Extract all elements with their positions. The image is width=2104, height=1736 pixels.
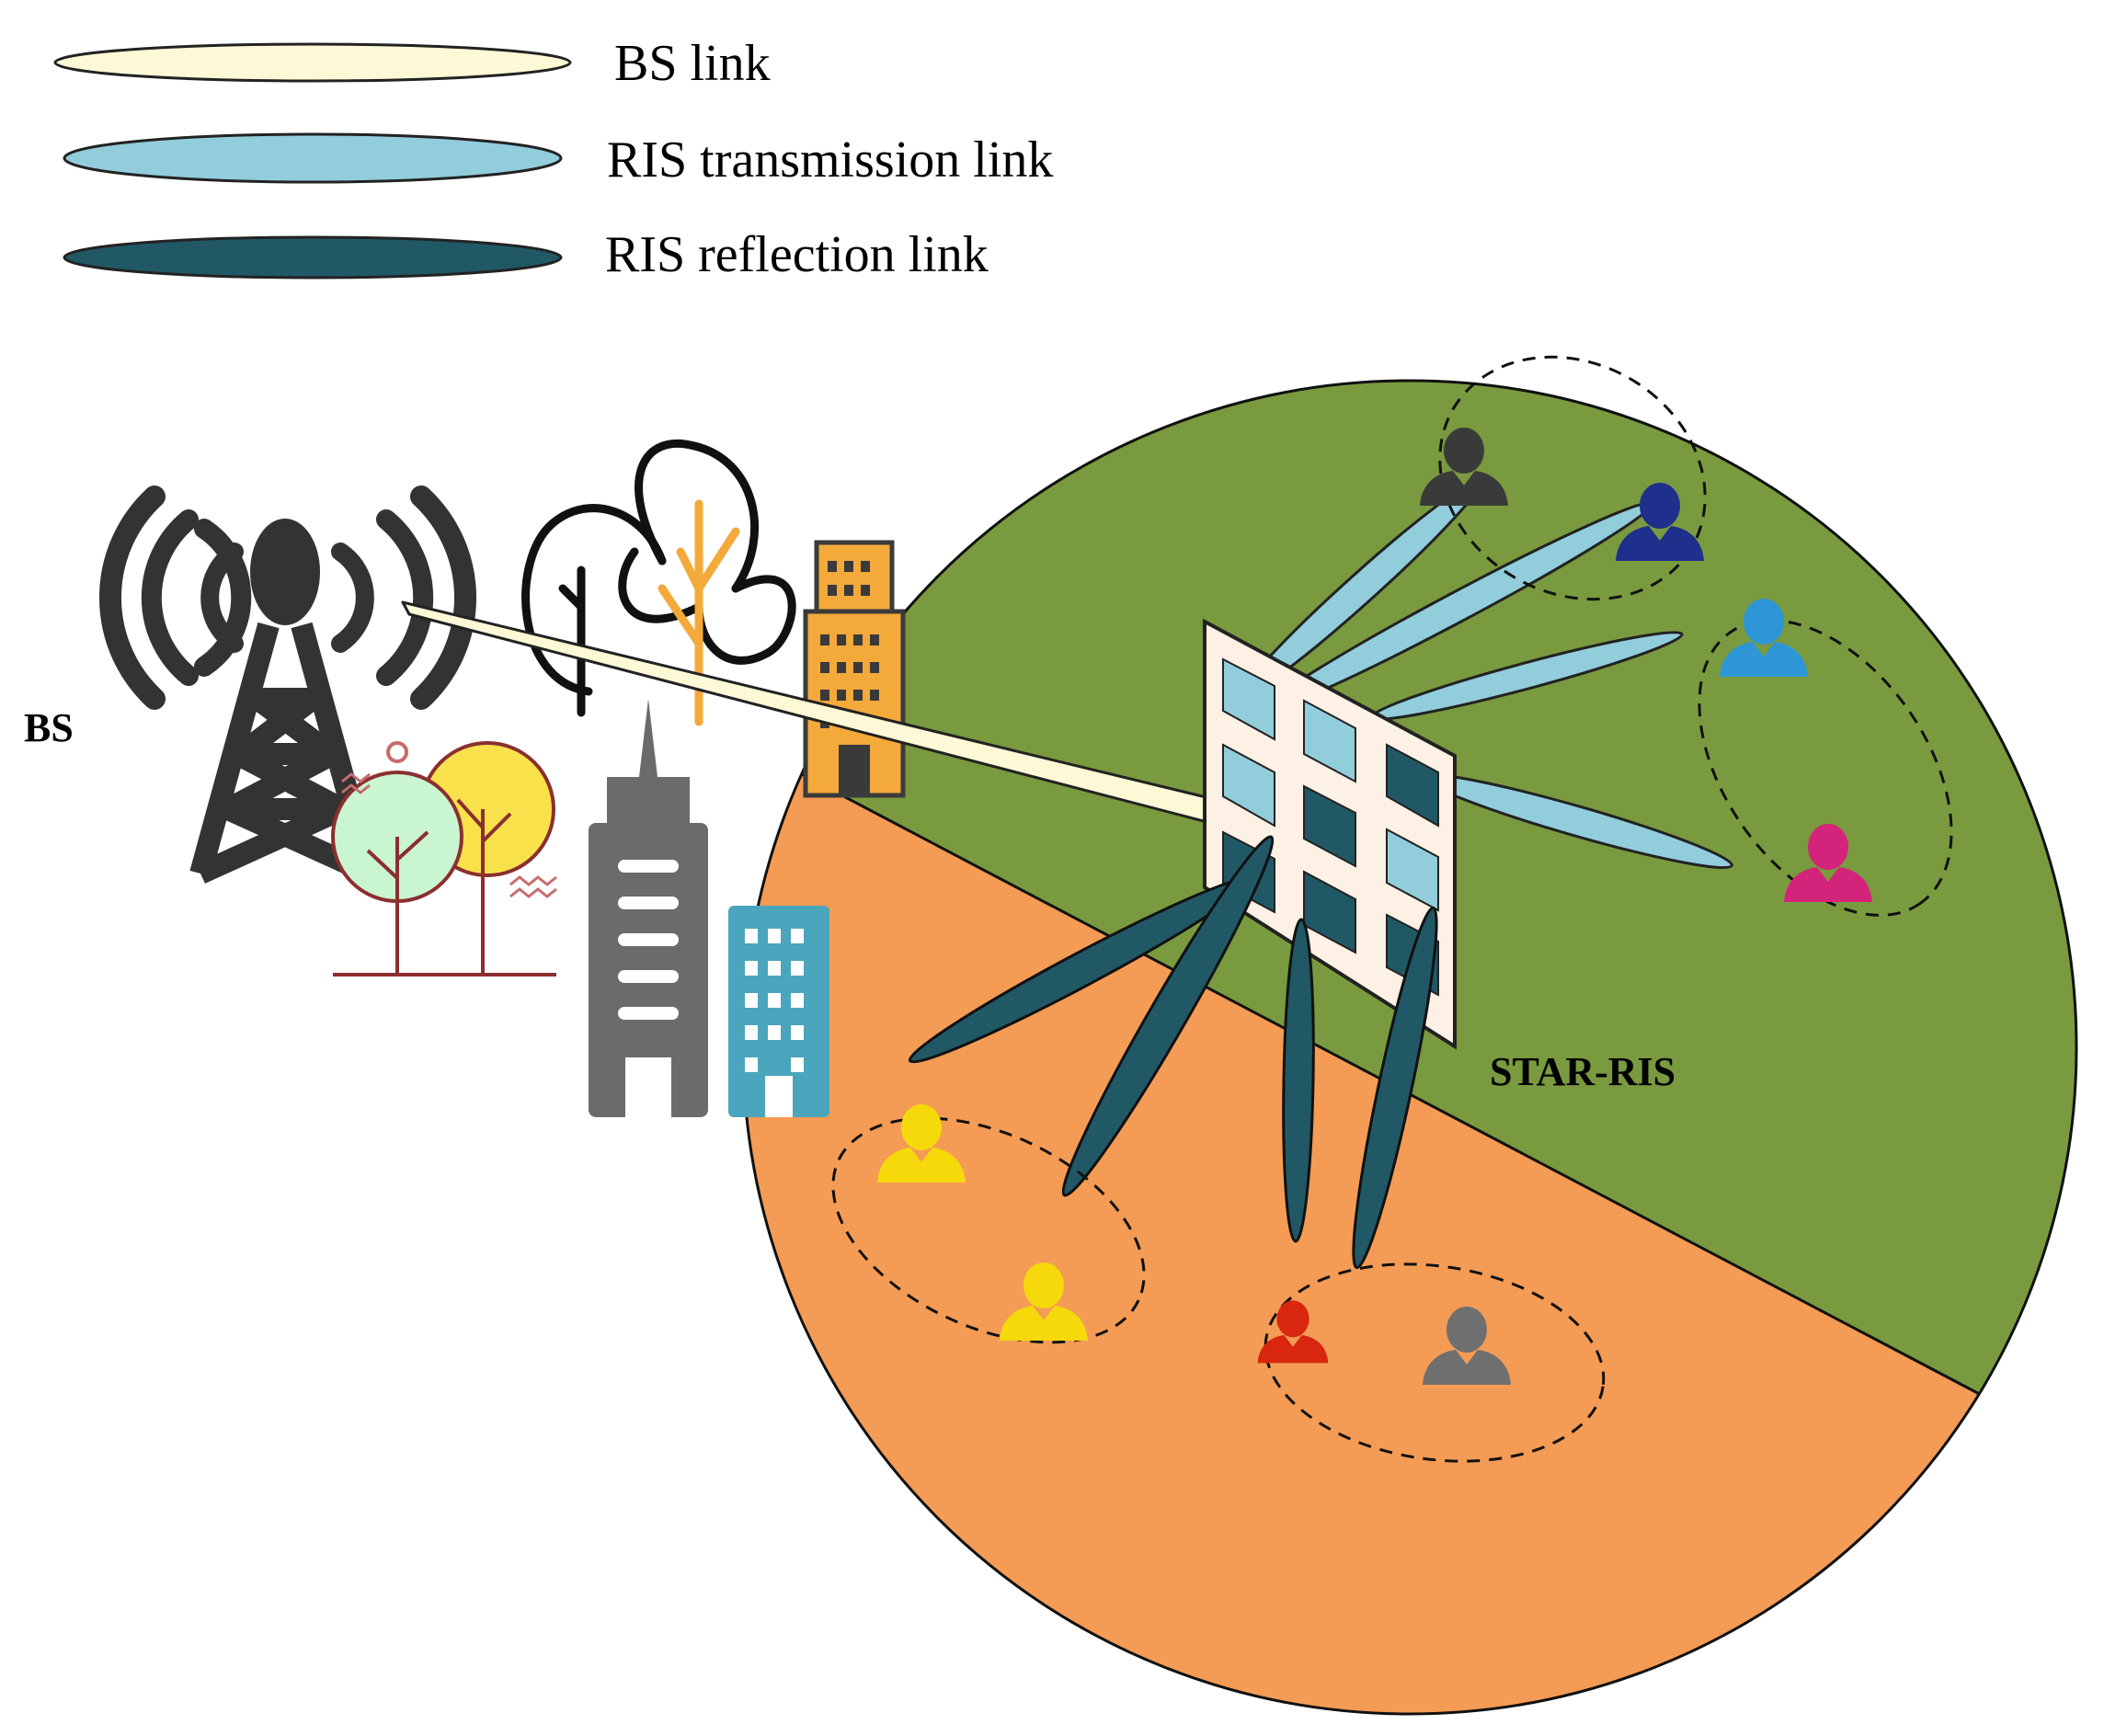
ris-transmission-link-swatch <box>63 132 563 184</box>
reflection-beam <box>1061 835 1275 1197</box>
star-ris-panel <box>1203 618 1457 1050</box>
legend: BS link RIS transmission link RIS reflec… <box>53 35 1053 283</box>
star-ris-label: STAR-RIS <box>1490 1049 1675 1094</box>
legend-item-ris-transmission-link: RIS transmission link <box>63 131 1053 188</box>
user-clusters <box>831 355 1953 1463</box>
legend-item-ris-reflection-link: RIS reflection link <box>63 226 989 283</box>
ris-reflection-link-swatch <box>63 235 563 280</box>
user-cluster-outline <box>831 1116 1146 1344</box>
orange-building-icon <box>803 540 906 798</box>
bs-label: BS <box>24 705 74 750</box>
transmission-beams <box>1240 478 1733 870</box>
reflection-beam <box>1352 906 1438 1270</box>
reflection-beams <box>908 835 1438 1270</box>
coverage-area <box>743 381 2076 1714</box>
user-cluster-outline <box>1264 1262 1606 1463</box>
legend-label-bs-link: BS link <box>614 35 771 92</box>
legend-label-ris-transmission-link: RIS transmission link <box>607 131 1053 188</box>
outline-trees-icon <box>521 439 796 717</box>
reflection-beam <box>1282 918 1315 1243</box>
bs-link-swatch <box>53 42 572 83</box>
blue-building-icon <box>728 906 829 1117</box>
round-trees-icon <box>331 741 557 976</box>
gray-skyscraper-icon <box>589 699 708 1117</box>
bs-tower-icon <box>99 485 476 884</box>
legend-item-bs-link: BS link <box>53 35 771 92</box>
user-cluster-outline <box>1698 619 1953 917</box>
region-divider <box>762 752 1987 1399</box>
legend-label-ris-reflection-link: RIS reflection link <box>605 226 989 283</box>
